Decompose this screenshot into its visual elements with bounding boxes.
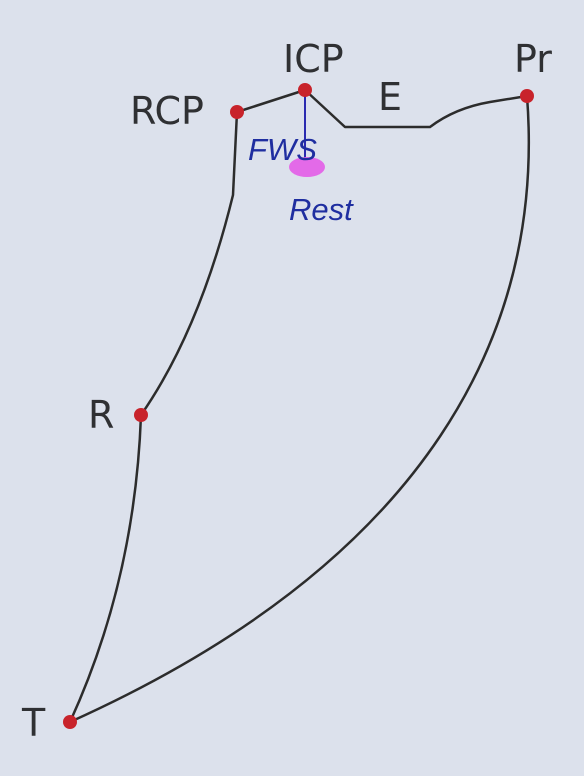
label-icp: ICP (283, 37, 344, 81)
label-r: R (88, 393, 114, 437)
vertex-t (63, 715, 77, 729)
label-edge-e: E (378, 75, 402, 119)
label-t: T (21, 701, 46, 745)
label-rcp: RCP (130, 89, 204, 133)
label-rest: Rest (289, 192, 354, 227)
vertex-pr (520, 89, 534, 103)
envelope-outline (68, 88, 531, 724)
label-fws: FWS (248, 132, 317, 167)
label-pr: Pr (514, 37, 552, 81)
vertex-rcp (230, 105, 244, 119)
rest-marker (289, 157, 325, 177)
vertex-r (134, 408, 148, 422)
vertex-icp (298, 83, 312, 97)
